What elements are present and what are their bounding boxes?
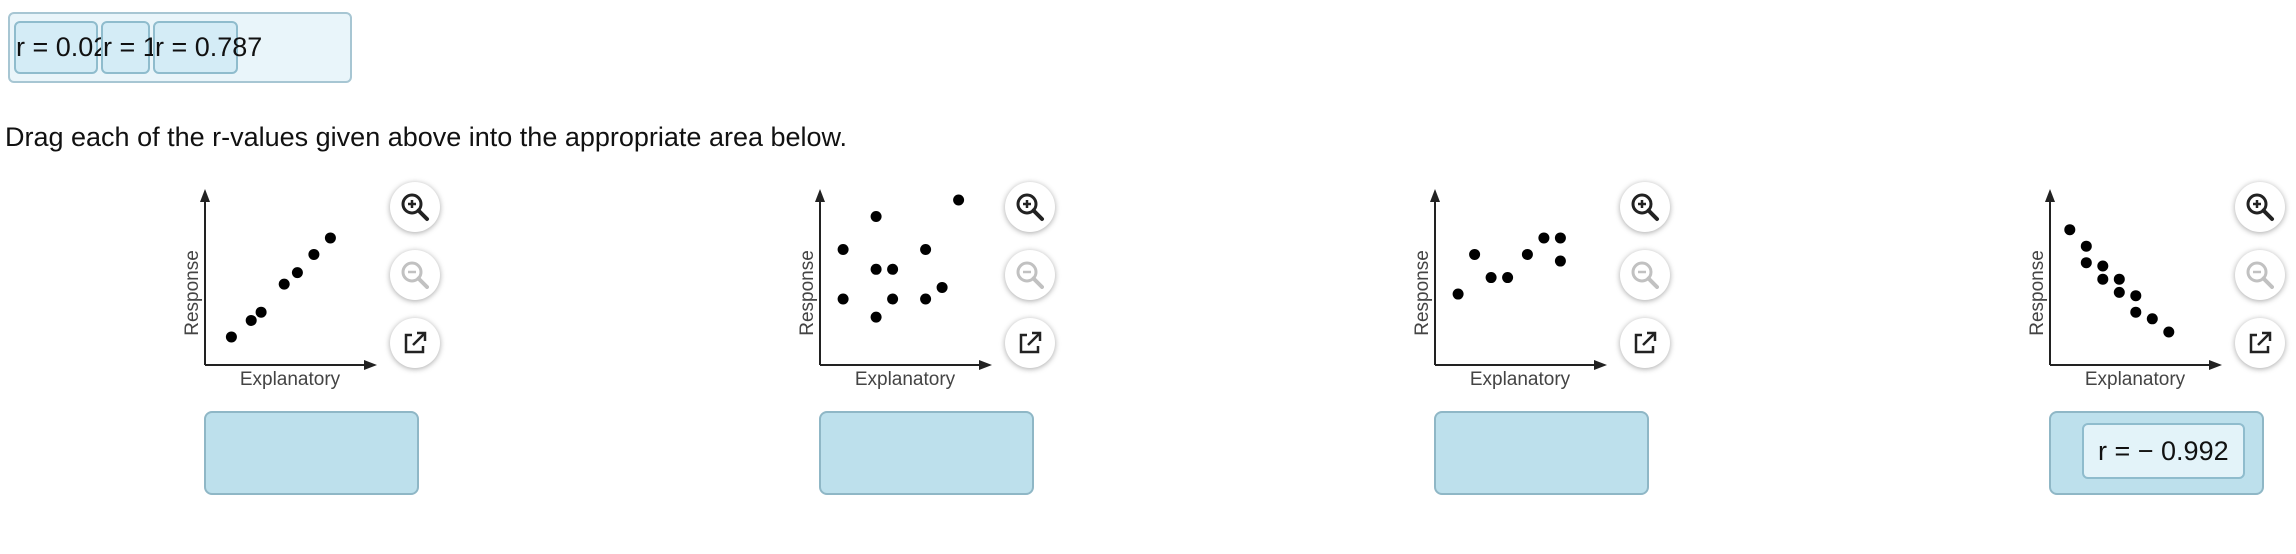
zoom-out-icon (1016, 261, 1044, 289)
zoom-out-button[interactable] (1620, 250, 1670, 300)
drop-zone[interactable] (1434, 411, 1649, 495)
data-point (837, 293, 849, 305)
y-axis-label: Response (797, 250, 818, 336)
data-point (1554, 232, 1566, 244)
zoom-in-button[interactable] (1620, 182, 1670, 232)
scatterplot-panel: Explanatory Response (795, 175, 1175, 495)
data-point (1485, 272, 1497, 284)
zoom-in-button[interactable] (1005, 182, 1055, 232)
y-axis-arrow (1430, 189, 1440, 202)
data-point (887, 293, 899, 305)
x-axis-label: Explanatory (855, 369, 956, 390)
scatterplot-panel: Explanatory Response (180, 175, 560, 495)
zoom-in-icon (401, 193, 429, 221)
popout-icon (2249, 331, 2272, 354)
r-value-chip[interactable]: r = 0.025 (14, 21, 123, 74)
data-point (1452, 288, 1464, 300)
zoom-out-icon (401, 261, 429, 289)
y-axis-label: Response (182, 250, 203, 336)
data-point (2097, 273, 2109, 285)
zoom-out-button[interactable] (1005, 250, 1055, 300)
data-point (870, 211, 882, 222)
zoom-in-icon (1016, 193, 1044, 221)
popout-button[interactable] (1620, 318, 1670, 368)
data-point (2080, 257, 2092, 269)
data-point (920, 244, 932, 255)
zoom-in-button[interactable] (2235, 182, 2285, 232)
drop-zone[interactable] (819, 411, 1034, 495)
data-point (308, 248, 320, 260)
data-point (1521, 248, 1533, 260)
answer-tray: r = 0.025 r = 1 r = 0.787 (8, 12, 352, 83)
x-axis-arrow (979, 360, 992, 370)
scatterplot: Explanatory Response (797, 189, 992, 390)
scatterplot: Explanatory Response (182, 189, 377, 390)
data-point (1502, 272, 1514, 284)
data-point (870, 263, 882, 275)
popout-icon (1634, 331, 1657, 354)
data-point (245, 314, 257, 326)
data-point (837, 244, 849, 255)
y-axis-arrow (2045, 189, 2055, 202)
data-point (2130, 290, 2142, 302)
placed-r-value-chip[interactable]: r = − 0.992 (2082, 423, 2245, 479)
data-point (1554, 255, 1566, 267)
x-axis-label: Explanatory (2085, 369, 2186, 390)
data-point (1538, 232, 1550, 244)
data-point (887, 263, 899, 275)
x-axis-label: Explanatory (240, 369, 341, 390)
data-point (920, 293, 932, 305)
data-point (324, 232, 336, 244)
data-point (2113, 286, 2125, 298)
scatterplot: Explanatory Response (2027, 189, 2222, 390)
data-point (225, 331, 237, 343)
scatterplot-panel: Explanatory Response r = − 0.992 (2025, 175, 2296, 495)
data-point (2080, 240, 2092, 252)
data-point (291, 267, 303, 279)
x-axis-arrow (2209, 360, 2222, 370)
popout-button[interactable] (1005, 318, 1055, 368)
zoom-out-button[interactable] (390, 250, 440, 300)
popout-button[interactable] (2235, 318, 2285, 368)
y-axis-label: Response (2027, 250, 2048, 336)
zoom-out-icon (1631, 261, 1659, 289)
y-axis-arrow (815, 189, 825, 202)
instruction-text: Drag each of the r-values given above in… (5, 122, 848, 152)
scatterplot: Explanatory Response (1412, 189, 1607, 390)
x-axis-arrow (1594, 360, 1607, 370)
data-point (2064, 224, 2076, 236)
x-axis-arrow (364, 360, 377, 370)
zoom-in-button[interactable] (390, 182, 440, 232)
popout-icon (1019, 331, 1042, 354)
x-axis-label: Explanatory (1470, 369, 1571, 390)
scatterplot-panel: Explanatory Response (1410, 175, 1790, 495)
data-point (1469, 248, 1481, 260)
zoom-out-icon (2246, 261, 2274, 289)
drop-zone[interactable]: r = − 0.992 (2049, 411, 2264, 495)
zoom-in-icon (2246, 193, 2274, 221)
data-point (2113, 273, 2125, 285)
drop-zone[interactable] (204, 411, 419, 495)
data-point (2130, 306, 2142, 318)
r-value-chip[interactable]: r = 1 (101, 21, 158, 74)
data-point (2163, 326, 2175, 338)
y-axis-label: Response (1412, 250, 1433, 336)
data-point (870, 311, 882, 323)
data-point (2146, 313, 2158, 325)
zoom-in-icon (1631, 193, 1659, 221)
y-axis-arrow (200, 189, 210, 202)
popout-icon (404, 331, 427, 354)
data-point (278, 278, 290, 290)
data-point (936, 281, 948, 293)
data-point (255, 306, 267, 318)
data-point (2097, 260, 2109, 272)
data-point (953, 194, 965, 206)
zoom-out-button[interactable] (2235, 250, 2285, 300)
popout-button[interactable] (390, 318, 440, 368)
r-value-chip[interactable]: r = 0.787 (153, 21, 262, 74)
